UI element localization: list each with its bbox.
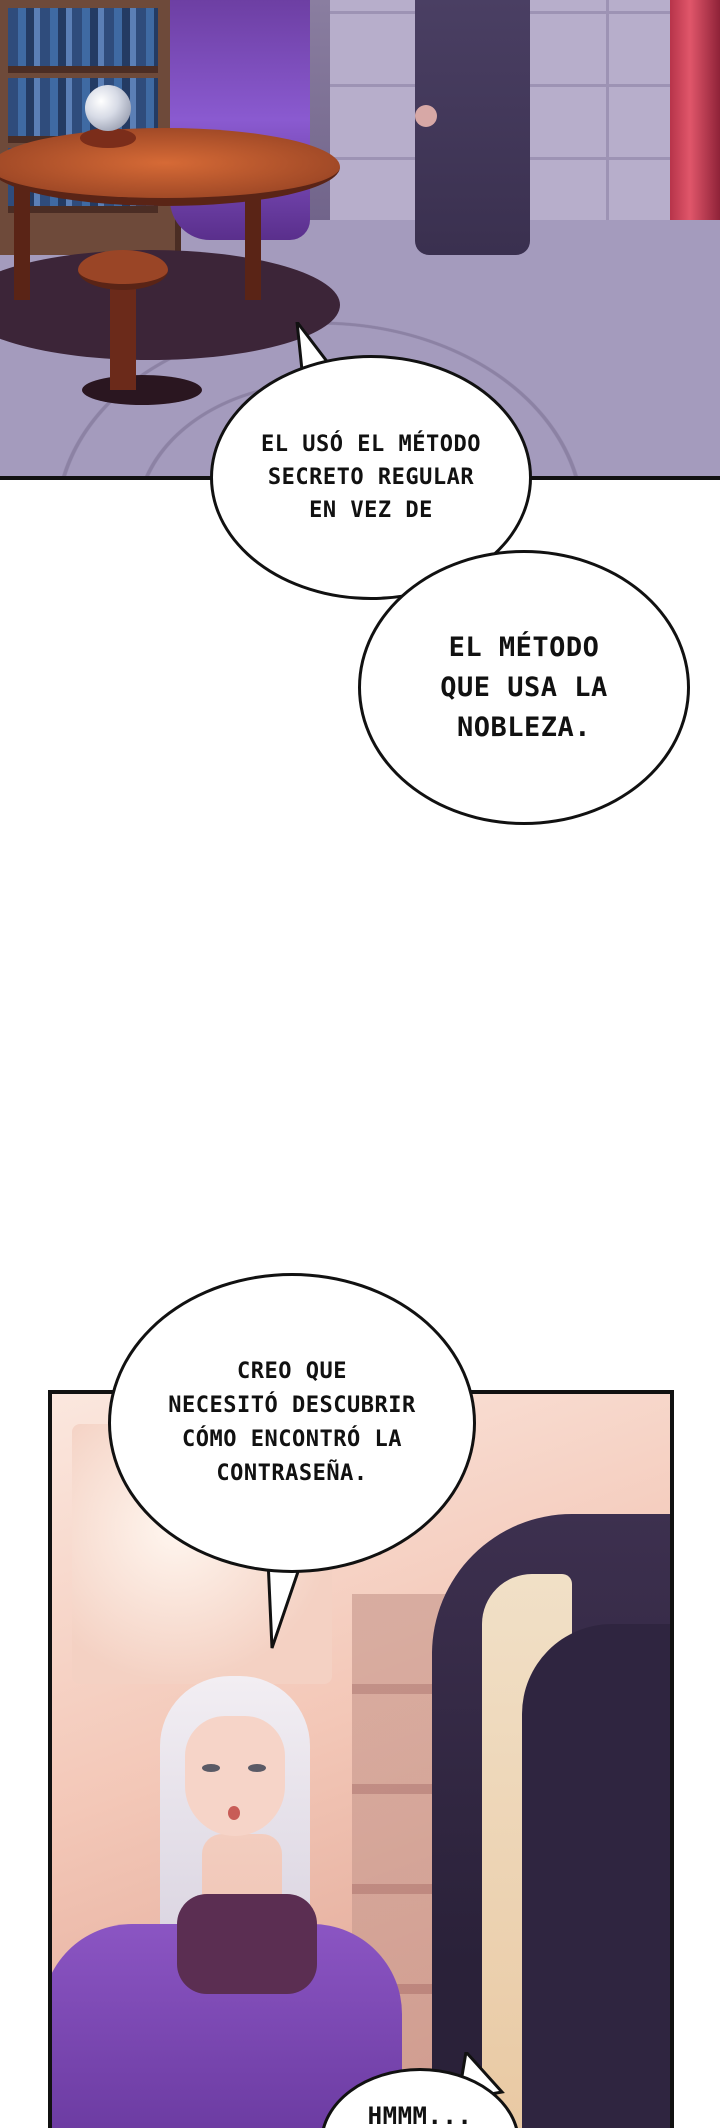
shelf-books	[8, 8, 158, 73]
eye	[248, 1764, 266, 1772]
dark-robed-figure	[415, 0, 530, 255]
stool-seat	[78, 250, 168, 290]
bubble-text: CREO QUE NECESITÓ DESCUBRIR CÓMO ENCONTR…	[168, 1359, 416, 1486]
round-table	[0, 128, 340, 206]
table-leg	[245, 180, 261, 300]
mouth	[228, 1806, 240, 1820]
speech-tail	[266, 1560, 304, 1649]
eye	[202, 1764, 220, 1772]
speech-bubble: EL MÉTODO QUE USA LA NOBLEZA.	[358, 550, 690, 825]
bubble-text: HMMM...	[367, 2102, 473, 2128]
hood-front	[522, 1624, 670, 2128]
hand	[415, 105, 437, 127]
dark-top	[177, 1894, 317, 1994]
bubble-text: EL MÉTODO QUE USA LA NOBLEZA.	[440, 631, 608, 743]
speech-bubble: CREO QUE NECESITÓ DESCUBRIR CÓMO ENCONTR…	[108, 1273, 476, 1573]
crystal-ball-stand	[80, 128, 136, 148]
stool-leg	[110, 280, 136, 390]
bubble-text: EL USÓ EL MÉTODO SECRETO REGULAR EN VEZ …	[261, 432, 481, 523]
crystal-ball	[85, 85, 131, 131]
table-leg	[14, 180, 30, 300]
table-shadow	[0, 250, 340, 360]
stool-shadow	[82, 375, 202, 405]
red-curtain	[670, 0, 720, 230]
